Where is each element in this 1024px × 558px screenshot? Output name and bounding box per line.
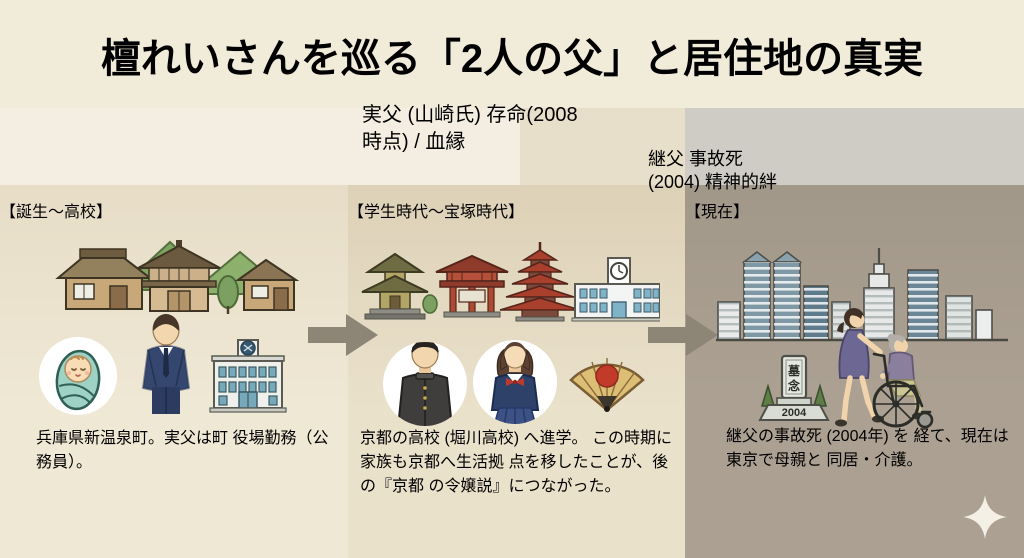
connector-band-left	[0, 108, 520, 185]
panel-body-birth: 兵庫県新温泉町。実父は町 役場勤務（公務員）。	[36, 430, 329, 471]
caregiver-wheelchair-icon	[835, 308, 934, 429]
sparkle-icon	[963, 495, 1007, 539]
callout-real-father: 実父 (山崎氏) 存命(2008時点) / 血縁	[362, 102, 590, 168]
gravestone-icon: 墓 念 2004	[758, 354, 830, 421]
gravestone-year: 2004	[782, 407, 807, 419]
connector-band-right	[685, 108, 1024, 185]
connector-band-mid	[520, 108, 685, 185]
right-arrow-icon	[648, 314, 718, 356]
title-band	[0, 0, 1024, 108]
town-hall-icon	[209, 339, 287, 413]
male-student-icon	[383, 342, 467, 426]
baby-icon	[39, 337, 117, 415]
panel-body-present: 継父の事故死 (2004年) を 経て、現在は東京で母親と 同居・介護。	[726, 428, 1009, 469]
kyoto-temples-illustration	[361, 242, 660, 322]
panel-header-present: 【現在】	[685, 204, 750, 221]
right-arrow-icon	[308, 314, 378, 356]
village-houses-illustration	[55, 240, 300, 314]
tokyo-skyline-illustration	[716, 248, 1008, 342]
panel-body-student: 京都の高校 (堀川高校) へ進学。 この時期に家族も京都へ生活拠 点を移したこと…	[360, 430, 672, 495]
callout-step-father-text: 継父 事故死 (2004) 精神的絆	[648, 149, 778, 193]
page-title: 檀れいさんを巡る「2人の父」と居住地の真実	[100, 37, 924, 81]
panel-header-birth: 【誕生〜高校】	[0, 204, 113, 221]
callout-real-father-text: 実父 (山崎氏) 存命(2008時点) / 血縁	[362, 104, 578, 153]
father-in-suit-icon	[141, 314, 191, 414]
female-student-icon	[473, 340, 557, 424]
gravestone-char-bottom: 念	[788, 378, 800, 393]
panel-header-student: 【学生時代〜宝塚時代】	[348, 204, 525, 221]
callout-step-father: 継父 事故死 (2004) 精神的絆	[648, 148, 794, 234]
folding-fan-icon	[569, 358, 645, 412]
gravestone-char-top: 墓	[787, 363, 801, 378]
